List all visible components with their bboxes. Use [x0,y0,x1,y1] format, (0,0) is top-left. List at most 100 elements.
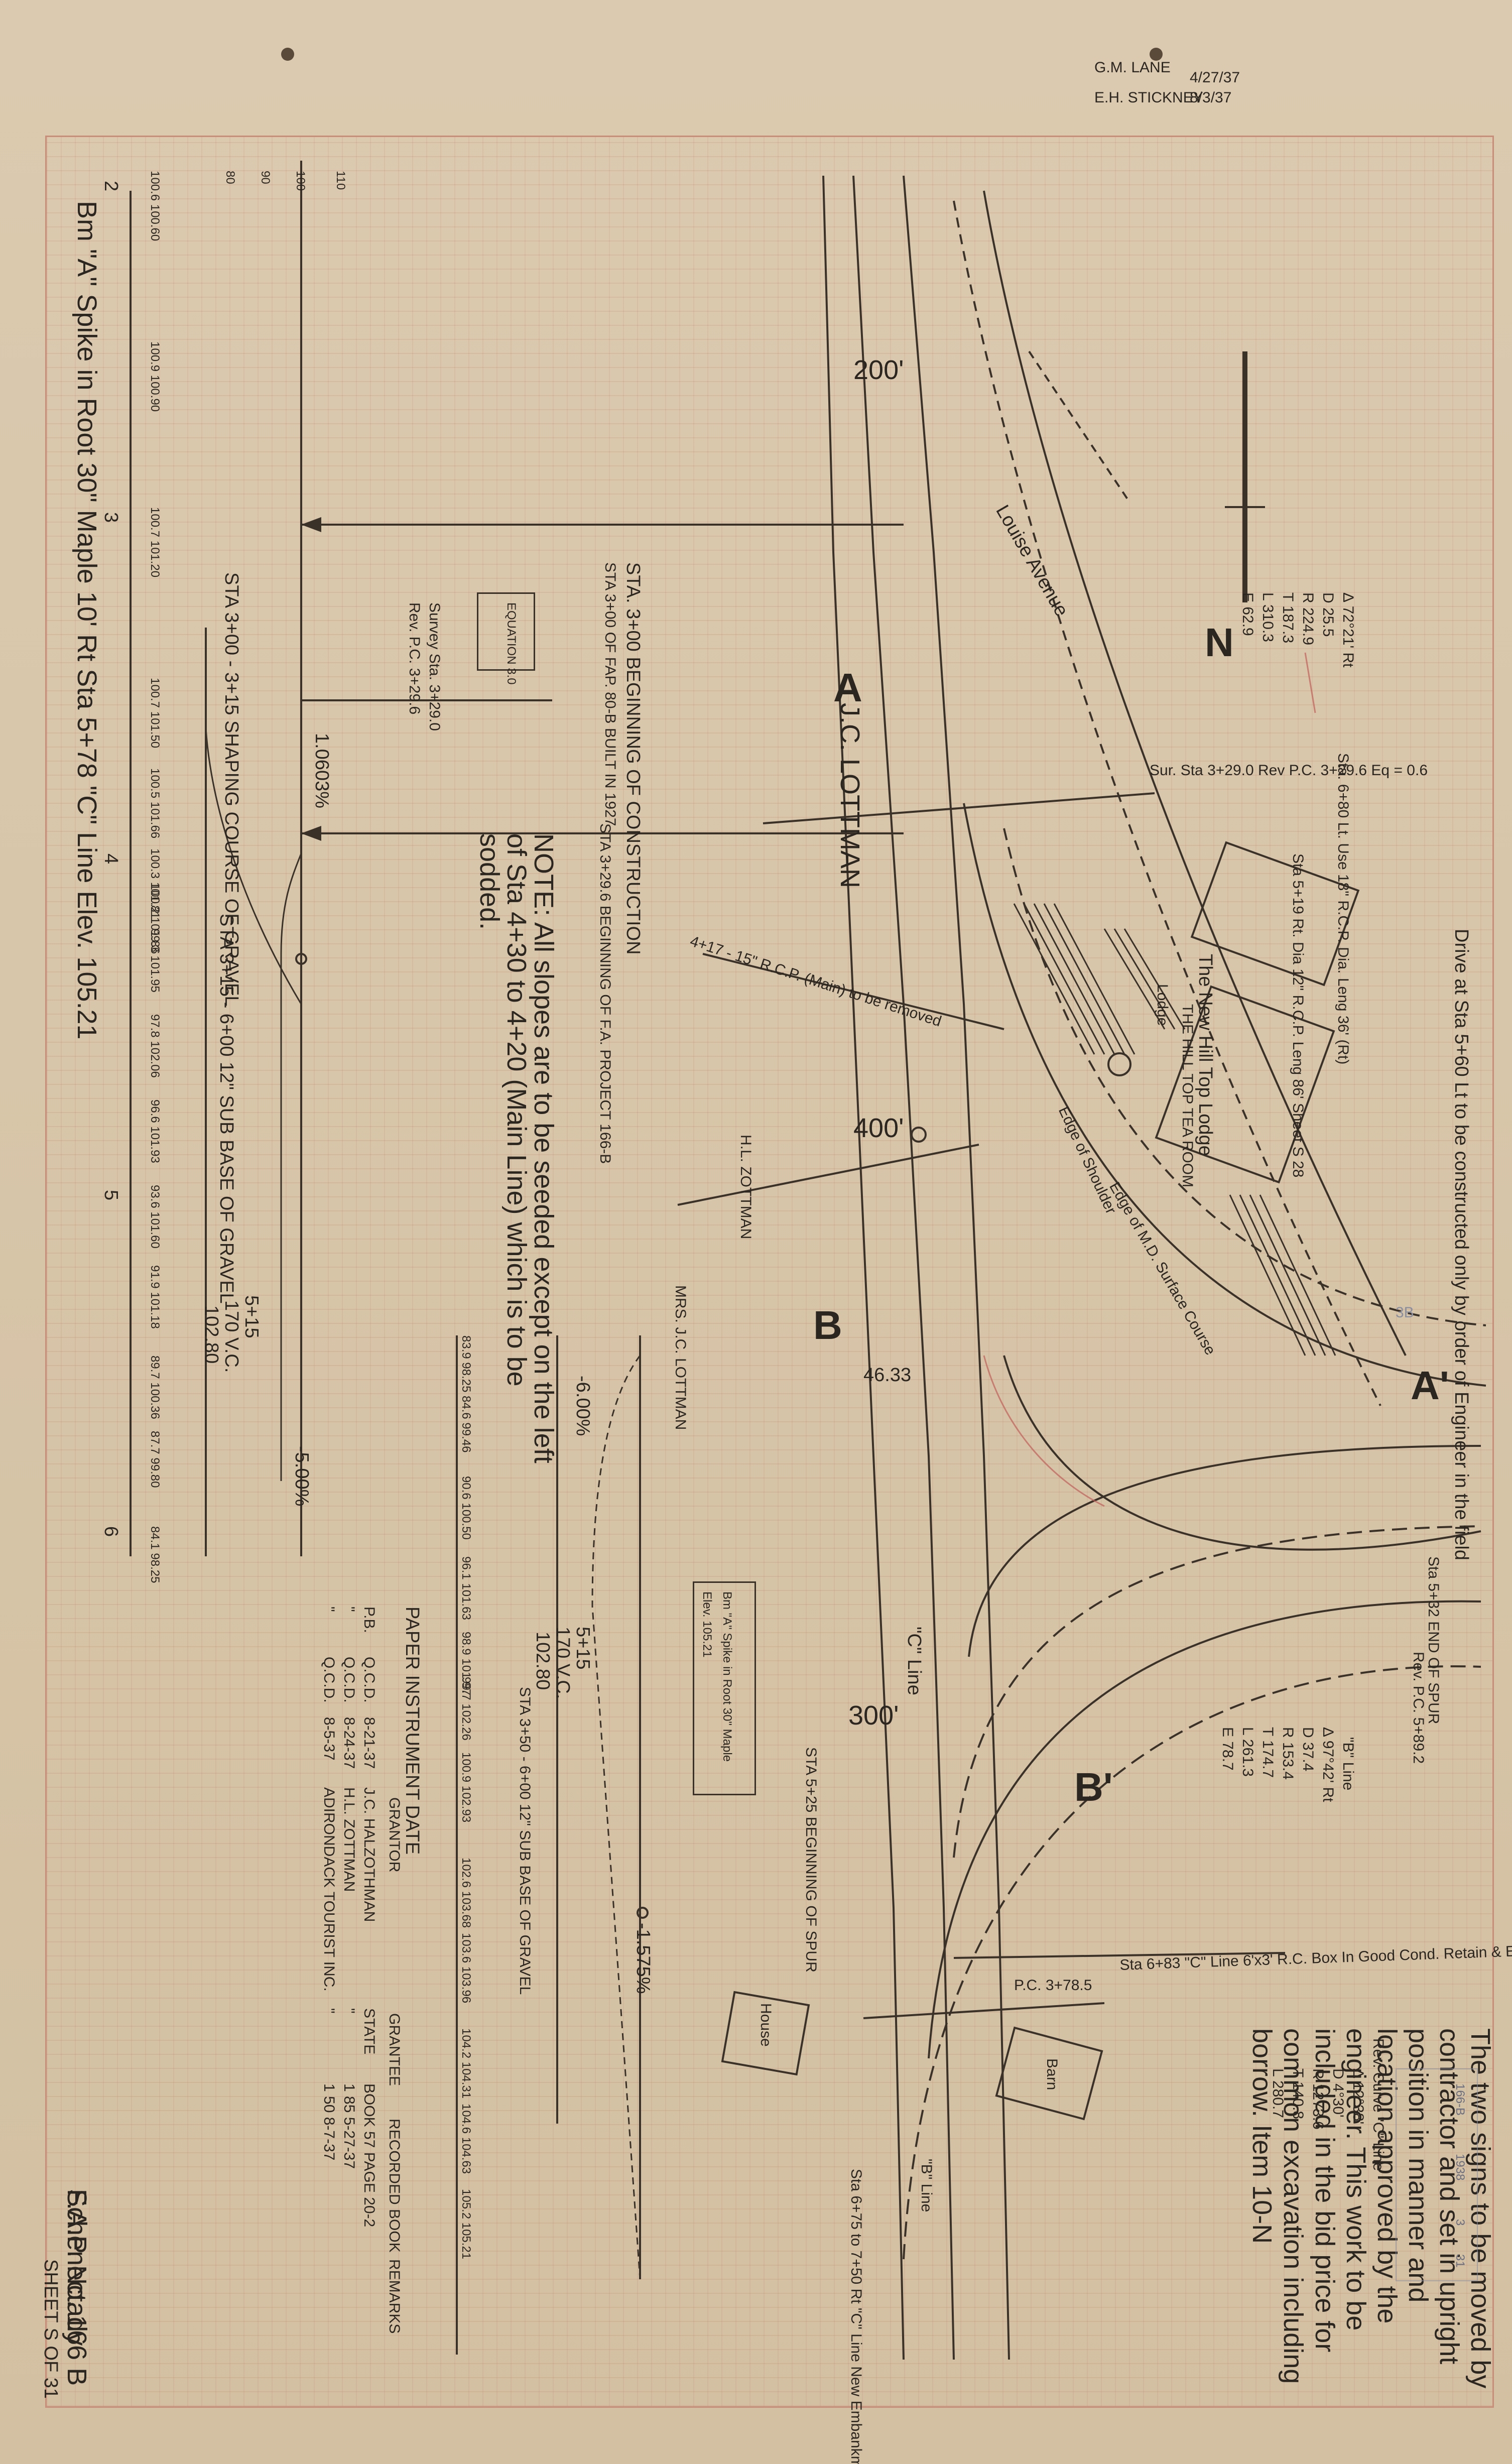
station-note: Sta 6+75 to 7+50 Rt "C" Line New Embankm… [848,2169,864,2464]
elevation-reading: 99.7 102.26 [459,1677,473,1741]
north-arrow-label: N [1205,620,1234,665]
road-label: "B" Line [918,2159,935,2212]
table-row: " [321,1607,337,1612]
owner-label: MRS. J.C. LOTTMAN [672,1285,689,1430]
signature-date-2: 8/3/37 [1190,89,1232,106]
elevation-reading: 100.6 100.60 [148,171,162,241]
station-note: Sta. 6+80 Lt. Use 18" R.C.P. Dia. Leng 3… [1335,753,1351,1065]
hatch-area-3 [1103,928,1186,1030]
rev-pc: Rev. P.C. 3+29.6 [406,602,423,715]
grade-3: -6.00% [572,1376,593,1436]
vc2-station: 5+15 [572,1627,593,1670]
elevation-reading: 90.6 100.50 [459,1476,473,1540]
elevation-reading: 105.2 105.21 [459,2189,473,2260]
elevation-reading: 100.9 100.90 [148,341,162,412]
table-header: RECORDED BOOK [386,2119,403,2253]
curve-row: D 37.4 [1300,1727,1316,1772]
table-row: Q.C.D. [361,1657,377,1703]
elevation-reading: 89.7 100.36 [148,1356,162,1419]
table-row: P.B. [361,1607,377,1633]
owner-label: J.C. LOTTMAN [835,703,865,889]
station-note: P.C. 3+78.5 [1014,1977,1092,1994]
table-row: 8-21-37 [361,1717,377,1769]
station-note: STA 5+25 BEGINNING OF SPUR [803,1747,819,1973]
table-row: 1 50 8-7-37 [321,2083,337,2161]
elevation-reading: 83.9 98.25 [459,1335,473,1393]
stamp-cell: 1938 [1453,2154,1467,2181]
curve-row: Δ 97°42' Rt [1320,1727,1336,1802]
dimension-label: 200' [853,355,904,385]
station-mark: 5 [100,1190,121,1201]
elevation-reading: 100.7 101.20 [148,507,162,578]
scale-mark: 100 [294,171,307,191]
building-label: The New Hill Top Lodge [1195,954,1216,1156]
table-row: " [321,2008,337,2014]
stamp-cell: 3 [1453,2219,1467,2226]
elevation-reading: 100.9 102.93 [459,1752,473,1823]
building-label: Lodge [1154,984,1171,1026]
table-row: J.C. HALZOTHMAN [361,1787,377,1922]
b-line-curve [968,1445,1481,1657]
elevation-reading: 97.8 102.06 [148,1014,162,1078]
curve-row: L 261.3 [1239,1727,1256,1777]
elevation-reading: 103.6 103.96 [459,1933,473,2004]
edge-of-shoulder-curve [1003,1355,1481,1551]
stamp: 3B [1396,1304,1414,1321]
station-mark: 2 [100,181,121,192]
building-label: THE HILL TOP TEA ROOM [1179,1004,1196,1188]
grade-4: -1.575% [633,1923,654,1994]
curve-row: D 25.5 [1320,592,1336,637]
vc1-elevation: 102.80 [201,1305,222,1364]
table-row: 8-5-37 [321,1717,337,1761]
punch-hole-right [1150,48,1163,61]
curve-row: E 62.9 [1239,592,1256,636]
elevation-reading: 99.3 101.95 [148,929,162,993]
louise-ave-edge [983,190,1407,1356]
curve-row: T 187.3 [1280,592,1296,644]
table-title: PAPER INSTRUMENT DATE [402,1607,423,1855]
section-mark: A [833,665,862,710]
barn-building [995,2026,1103,2121]
table-header: GRANTOR [386,1797,403,1873]
elevation-reading: 100.5 101.66 [148,768,162,839]
elevation-reading: 84.1 98.25 [148,1526,162,1583]
curve-row: E 78.7 [1219,1727,1236,1771]
table-row: H.L. ZOTTMAN [341,1787,357,1892]
owner-label: H.L. ZOTTMAN [737,1135,754,1240]
station-note: Rev. P.C. 5+89.2 [1410,1652,1427,1764]
station-note: Sur. Sta 3+29.0 Rev P.C. 3+29.6 Eq = 0.6 [1150,762,1428,779]
grid-paper [45,136,1494,2408]
benchmark-box-elev: Elev. 105.21 [700,1591,714,1658]
elevation-reading: 104.6 104.63 [459,2104,473,2174]
c-line [852,175,955,2360]
sheet-number: SHEET S OF 31 [40,2259,61,2399]
road-edge-right [903,175,1010,2360]
section-mark: A' [1411,1363,1449,1408]
elevation-reading: 100.7 101.50 [148,678,162,749]
table-row: Q.C.D. [341,1657,357,1703]
table-row: 8-24-37 [341,1717,357,1769]
signature-2: E.H. STICKNEY [1094,89,1203,106]
table-header: REMARKS [386,2259,403,2334]
curve-row: T 174.7 [1259,1727,1276,1778]
table-row: ADIRONDACK TOURIST INC. [321,1787,337,1992]
dimension-label: 300' [848,1700,899,1731]
survey-station: Survey Sta. 3+29.0 [426,602,443,731]
table-row: Q.C.D. [321,1657,337,1703]
station-mark: 4 [100,853,121,865]
lodge-building [1190,841,1360,987]
elevation-reading: 91.9 101.18 [148,1265,162,1329]
signature-1: G.M. LANE [1094,59,1171,76]
elevation-reading: 104.2 104.31 [459,2028,473,2099]
subbase-2: STA 3+50 - 6+00 12" SUB BASE OF GRAVEL [517,1687,533,1995]
station-note: Sta 5+19 Rt. Dia 12" R.C.P. Leng 86' She… [1290,853,1306,1178]
table-row: " [341,1607,357,1612]
road-edge-left [822,175,905,2360]
table-row: BOOK 57 PAGE 20-2 [361,2083,377,2228]
table-header: GRANTEE [386,2013,403,2086]
curve-row: L 310.3 [1259,592,1276,642]
curve-row: Δ 72°21' Rt [1340,592,1356,668]
curve-row: "B" Line [1340,1737,1356,1791]
